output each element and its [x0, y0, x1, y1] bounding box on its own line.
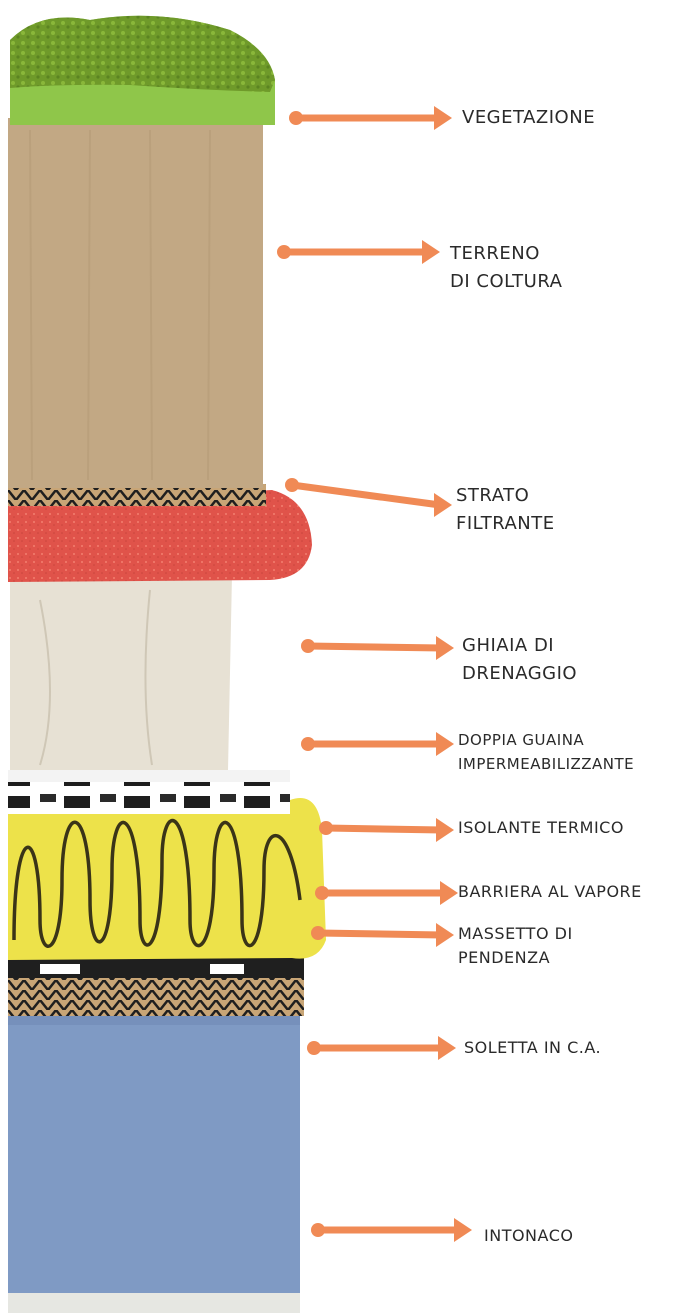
label-line: MASSETTO DI [458, 922, 573, 946]
arrow-tail-dot [285, 478, 299, 492]
arrow-tail-dot [311, 1223, 325, 1237]
label-massetto: MASSETTO DI PENDENZA [458, 922, 573, 970]
label-line: VEGETAZIONE [462, 104, 595, 132]
arrow-head [436, 818, 454, 842]
arrow-head [422, 240, 440, 264]
label-strato-filtrante: STRATO FILTRANTE [456, 482, 555, 538]
label-doppia-guaina: DOPPIA GUAINA IMPERMEABILIZZANTE [458, 728, 634, 776]
label-ghiaia: GHIAIA DI DRENAGGIO [462, 632, 577, 688]
label-line: TERRENO [450, 240, 562, 268]
arrow-shaft [326, 828, 442, 830]
arrow-head [436, 923, 454, 947]
arrow-shaft [292, 485, 440, 505]
label-soletta: SOLETTA IN C.A. [464, 1034, 601, 1062]
label-line: SOLETTA IN C.A. [464, 1034, 601, 1062]
label-barriera: BARRIERA AL VAPORE [458, 878, 642, 906]
label-line: DI COLTURA [450, 268, 562, 296]
label-line: DRENAGGIO [462, 660, 577, 688]
arrow-head [434, 493, 452, 517]
label-terreno: TERRENO DI COLTURA [450, 240, 562, 296]
label-line: DOPPIA GUAINA [458, 728, 634, 752]
label-line: ISOLANTE TERMICO [458, 814, 624, 842]
arrow-tail-dot [277, 245, 291, 259]
layer-intonaco [8, 1290, 300, 1313]
arrow-shaft [308, 646, 442, 648]
label-line: IMPERMEABILIZZANTE [458, 752, 634, 776]
label-line: STRATO [456, 482, 555, 510]
label-line: GHIAIA DI [462, 632, 577, 660]
label-line: BARRIERA AL VAPORE [458, 878, 642, 906]
arrow-head [440, 881, 458, 905]
arrow-group [277, 106, 472, 1242]
arrow-tail-dot [301, 639, 315, 653]
arrow-tail-dot [311, 926, 325, 940]
layer-terreno [8, 118, 263, 488]
arrow-head [454, 1218, 472, 1242]
label-line: PENDENZA [458, 946, 573, 970]
layer-soletta [8, 1015, 300, 1293]
arrow-head [438, 1036, 456, 1060]
arrow-tail-dot [307, 1041, 321, 1055]
arrow-head [434, 106, 452, 130]
arrow-tail-dot [315, 886, 329, 900]
arrow-tail-dot [319, 821, 333, 835]
layer-doppia-guaina [8, 780, 290, 814]
label-intonaco: INTONACO [484, 1222, 573, 1250]
label-line: INTONACO [484, 1222, 573, 1250]
arrow-head [436, 636, 454, 660]
arrow-shaft [318, 933, 442, 935]
layer-ghiaia [10, 575, 232, 770]
label-vegetazione: VEGETAZIONE [462, 104, 595, 132]
label-line: FILTRANTE [456, 510, 555, 538]
label-isolante: ISOLANTE TERMICO [458, 814, 624, 842]
arrow-head [436, 732, 454, 756]
arrow-tail-dot [289, 111, 303, 125]
arrow-tail-dot [301, 737, 315, 751]
